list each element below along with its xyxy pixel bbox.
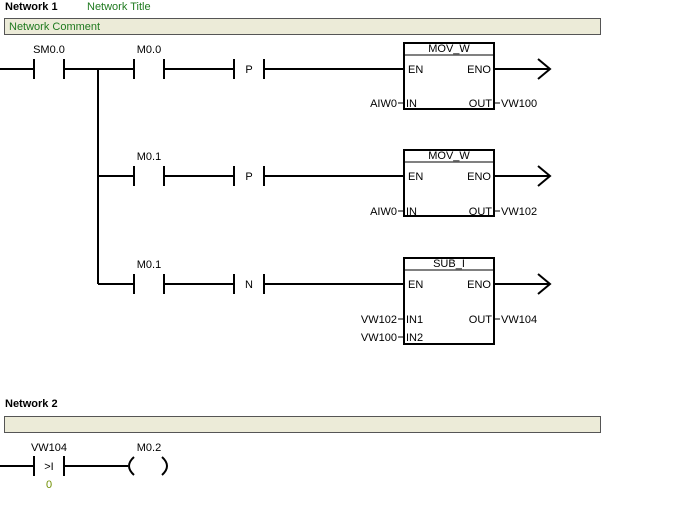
block-2-en: EN [408,171,423,183]
block-3-en: EN [408,279,423,291]
block-3-in1-label: IN1 [406,314,423,326]
block-1-in-value[interactable]: AIW0 [370,98,397,110]
block-1-en: EN [408,64,423,76]
block-2-out-value[interactable]: VW102 [501,206,537,218]
block-2-in-label: IN [406,206,417,218]
block-3-eno: ENO [467,279,491,291]
block-3-box[interactable] [403,257,495,345]
network-1-comment: Network Comment [9,21,101,33]
network-1-title[interactable]: Network Title [87,1,151,13]
positive-edge-contact-1[interactable] [233,59,265,79]
network-2-comment-bar[interactable] [4,416,601,433]
block-3-in1-value[interactable]: VW102 [361,314,397,326]
block-3-name: SUB_I [433,258,465,270]
contact-m01-b-label: M0.1 [137,259,161,271]
block-2-box[interactable] [403,149,495,217]
block-3-out-value[interactable]: VW104 [501,314,537,326]
compare-op-label: >I [44,461,53,473]
compare-contact[interactable] [33,456,65,476]
block-1-eno: ENO [467,64,491,76]
contact-m01-a[interactable] [133,166,165,186]
block-1-in-label: IN [406,98,417,110]
compare-operand-label: VW104 [31,442,67,454]
contact-m00-label: M0.0 [137,44,161,56]
block-3-out-label: OUT [469,314,493,326]
negative-edge-contact[interactable] [233,274,265,294]
block-3-in2-value[interactable]: VW100 [361,332,397,344]
contact-m00[interactable] [133,59,165,79]
coil-label: M0.2 [137,442,161,454]
edge-n-label: N [245,279,253,291]
block-3-in2-label: IN2 [406,332,423,344]
edge-p2-label: P [245,171,252,183]
rung-3-output-arrow [537,273,552,295]
block-1-name: MOV_W [428,43,470,55]
network-2-label: Network 2 [5,398,58,410]
network-1-label: Network 1 [5,1,58,13]
contact-m01-a-label: M0.1 [137,151,161,163]
network-1-comment-bar[interactable]: Network Comment [4,18,601,35]
block-2-in-value[interactable]: AIW0 [370,206,397,218]
compare-value[interactable]: 0 [46,479,52,491]
output-coil[interactable] [128,456,168,476]
block-2-out-label: OUT [469,206,493,218]
rung-1-output-arrow [537,58,552,80]
contact-m01-b[interactable] [133,274,165,294]
rung-2-output-arrow [537,165,552,187]
edge-p1-label: P [245,64,252,76]
positive-edge-contact-2[interactable] [233,166,265,186]
block-1-out-label: OUT [469,98,493,110]
contact-sm00[interactable] [33,59,65,79]
block-1-box[interactable] [403,42,495,110]
block-2-name: MOV_W [428,150,470,162]
block-2-eno: ENO [467,171,491,183]
block-1-out-value[interactable]: VW100 [501,98,537,110]
contact-sm00-label: SM0.0 [33,44,65,56]
